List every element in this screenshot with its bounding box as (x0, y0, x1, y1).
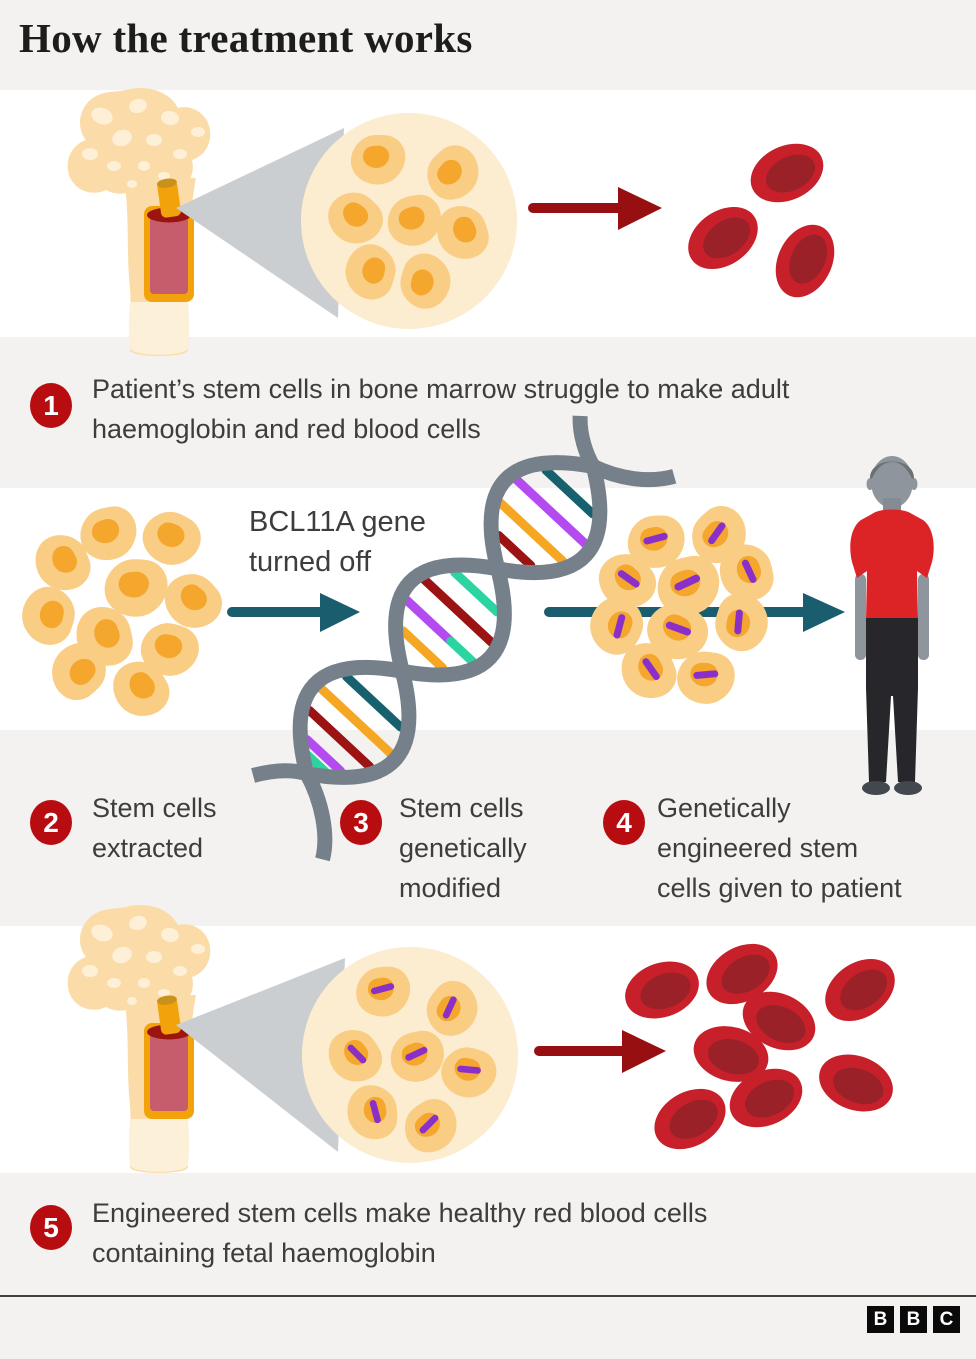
step-3-badge: 3 (340, 800, 382, 845)
page-title: How the treatment works (19, 15, 473, 61)
magnifier-cone (176, 128, 344, 318)
bone-marrow-icon (67, 88, 211, 356)
magnifier-cone (176, 958, 345, 1152)
gene-label: BCL11A gene turned off (249, 506, 426, 578)
step-4-badge: 4 (603, 800, 645, 845)
step-2-text: Stem cells extracted (92, 793, 217, 863)
red-blood-cells-icon (617, 931, 907, 1162)
step-2-badge: 2 (30, 800, 72, 845)
step-5-text: Engineered stem cells make healthy red b… (92, 1198, 708, 1268)
bbc-logo-letter: C (933, 1306, 960, 1333)
bbc-logo: B B C (867, 1306, 960, 1333)
bbc-logo-letter: B (867, 1306, 894, 1333)
dark-red-arrow-icon (534, 1030, 666, 1073)
footer-divider (0, 1295, 976, 1297)
teal-arrow-icon (227, 593, 360, 632)
step-3-text: Stem cells genetically modified (399, 793, 527, 903)
red-blood-cells-icon (676, 132, 846, 307)
stem-cell-cluster-modified-icon (578, 498, 778, 712)
step-4-text: Genetically engineered stem cells given … (657, 793, 902, 903)
patient-figure-icon (850, 456, 934, 795)
stem-cell-cluster-icon (11, 500, 230, 725)
bone-marrow-icon (67, 905, 211, 1173)
step-1-badge: 1 (30, 383, 72, 428)
bbc-logo-letter: B (900, 1306, 927, 1333)
dna-helix-icon (251, 415, 677, 862)
dark-red-arrow-icon (528, 187, 662, 230)
step-1-text: Patient’s stem cells in bone marrow stru… (92, 374, 790, 444)
step-5-badge: 5 (30, 1205, 72, 1250)
